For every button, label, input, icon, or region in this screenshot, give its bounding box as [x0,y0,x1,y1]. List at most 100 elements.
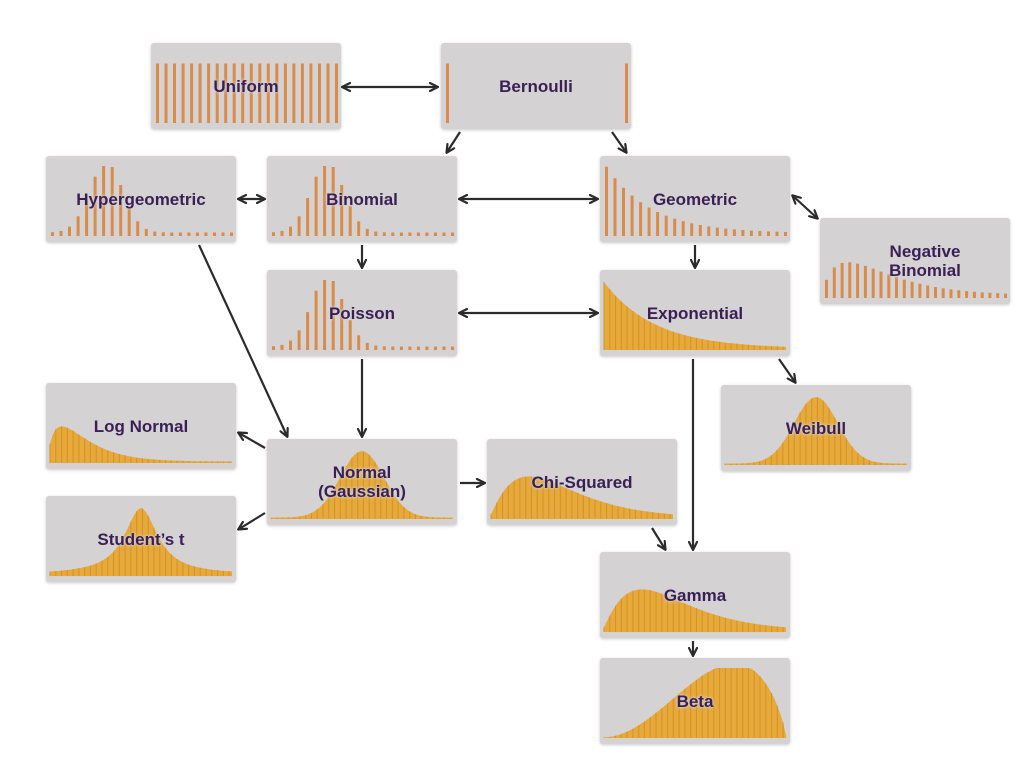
distribution-bar [949,289,953,298]
edge-geometric-negbin [793,196,817,218]
distribution-bar [399,346,403,350]
distribution-bar [340,185,344,236]
distribution-bar [871,268,875,298]
distribution-bar [365,228,369,236]
distribution-bar [1004,293,1007,298]
distribution-bar [280,344,284,350]
node-label: Gamma [663,585,727,605]
distribution-bar [335,63,338,123]
distribution-bar [832,267,836,298]
node-gamma: Gamma [600,552,790,638]
distribution-bar [391,232,395,236]
node-label: Hypergeometric [76,189,206,209]
distribution-bar [895,277,898,298]
distribution-bar [153,231,157,236]
node-beta: Beta [600,658,790,744]
distribution-bar [681,221,685,236]
distribution-bar [127,206,131,236]
distribution-bar [297,330,301,350]
distribution-bar [425,346,429,350]
distribution-bar [241,63,245,123]
node-log-normal: Log Normal [46,383,236,469]
node-label: Weibull [785,418,847,438]
node-label: Exponential [646,303,744,323]
distribution-bar [357,335,361,350]
node-poisson: Poisson [267,270,457,356]
distribution-bar [715,227,719,236]
distribution-bar [749,230,753,236]
hypergeometric-chart [51,166,233,236]
edge-chisquared-gamma [651,527,665,549]
distribution-bar [902,279,906,298]
node-label: Negative Binomial [889,242,961,280]
distribution-bar [306,198,310,236]
distribution-bar [326,63,330,123]
distribution-bar [289,226,292,236]
distribution-bar [630,195,634,236]
distribution-bar [374,231,378,236]
distribution-bar [918,283,922,298]
distribution-bar [314,290,318,350]
distribution-bar [232,63,236,123]
distribution-bar [926,285,930,298]
node-negative-binomial: Negative Binomial [820,218,1010,304]
distribution-bar [622,187,625,236]
distribution-bar [173,63,176,123]
distribution-bar [664,215,668,236]
distribution-bar [272,232,275,236]
node-chi-squared: Chi-Squared [487,439,677,525]
distribution-bar [879,271,883,298]
distribution-bar [156,63,159,123]
node-exponential: Exponential [600,270,790,356]
distribution-bar [399,232,403,236]
distribution-bar [85,198,89,236]
distribution-bar [275,63,279,123]
distribution-bar [416,232,420,236]
distribution-bar [863,265,867,298]
distribution-bar [980,292,984,298]
node-label: Bernoulli [499,76,573,96]
distribution-bar [848,262,852,298]
distribution-bar [707,226,711,236]
node-label: Uniform [213,76,279,96]
node-weibull: Weibull [721,385,911,471]
distribution-bar [910,281,914,298]
log-normal-chart [49,426,232,463]
distribution-bar [451,346,454,350]
node-label: Student’s t [97,529,185,549]
distribution-bar [775,231,779,236]
distribution-bar [767,231,770,236]
node-bernoulli: Bernoulli [441,43,631,129]
distribution-bar [195,232,199,236]
distribution-bar [283,63,287,123]
distribution-bar [272,346,275,350]
uniform-chart [156,63,338,123]
distribution-bar [215,63,219,123]
distribution-bar [207,63,211,123]
distribution-bar [382,232,386,236]
distribution-bar [613,178,617,236]
distribution-bar [224,63,228,123]
distribution-bar [348,320,352,350]
distribution-bar [170,232,174,236]
distribution-bar [340,299,344,350]
distribution-bar [187,232,191,236]
distribution-bar [941,288,945,298]
distribution-area [271,451,453,519]
distribution-bar [724,228,728,236]
node-normal: Normal (Gaussian) [267,439,457,525]
distribution-bar [434,346,437,350]
node-uniform: Uniform [151,43,341,129]
distribution-bar [318,63,321,123]
node-geometric: Geometric [600,156,790,242]
bernoulli-chart [446,63,628,123]
students-t-chart [49,508,232,576]
distribution-bar [204,232,208,236]
negative-binomial-chart [825,262,1007,298]
node-hypergeometric: Hypergeometric [46,156,236,242]
gamma-chart [603,589,786,632]
distribution-bar [59,230,63,236]
distribution-bar [382,346,386,350]
distribution-bar [856,263,860,298]
